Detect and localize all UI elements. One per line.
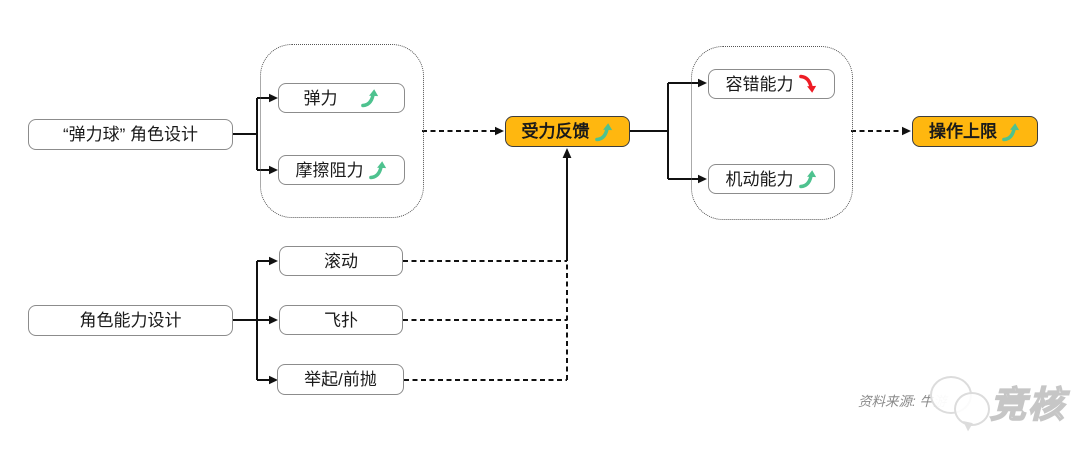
node-mobility-label: 机动能力	[725, 169, 794, 189]
node-role-design-label: “弹力球” 角色设计	[62, 125, 199, 144]
node-ability-design: 角色能力设计	[28, 305, 233, 336]
node-dive: 飞扑	[279, 305, 403, 335]
node-role-design: “弹力球” 角色设计	[28, 119, 233, 150]
arrowhead-riser	[562, 148, 572, 158]
group-ball-attributes	[260, 44, 424, 218]
connector-right-tree	[630, 82, 699, 180]
trend-up-icon	[360, 88, 380, 108]
arrowhead-force	[495, 126, 504, 136]
node-fault-tolerance: 容错能力	[708, 69, 835, 99]
node-elasticity: 弹力	[278, 83, 405, 113]
group-outcome-attributes	[691, 46, 853, 220]
node-ability-design-label: 角色能力设计	[79, 311, 182, 330]
trend-down-icon	[798, 74, 818, 94]
node-lift-throw-label: 举起/前抛	[304, 370, 377, 389]
chat-bubble-icon	[954, 392, 990, 426]
node-elasticity-label: 弹力	[303, 88, 338, 108]
node-roll: 滚动	[279, 246, 403, 276]
trend-up-icon	[798, 169, 818, 189]
trend-up-icon	[368, 160, 388, 180]
trend-up-icon	[594, 122, 614, 142]
node-friction: 摩擦阻力	[278, 155, 405, 185]
trend-up-icon	[1001, 122, 1021, 142]
node-roll-label: 滚动	[324, 251, 358, 271]
node-operation-ceiling-label: 操作上限	[929, 122, 997, 141]
arrowhead-dive	[269, 315, 278, 325]
source-text: 资料来源: 牛	[858, 394, 934, 409]
node-fault-tolerance-label: 容错能力	[725, 74, 794, 94]
node-force-feedback-label: 受力反馈	[521, 122, 590, 141]
node-dive-label: 飞扑	[324, 310, 358, 330]
node-friction-label: 摩擦阻力	[295, 160, 364, 180]
watermark: 竞核	[928, 370, 1080, 445]
node-force-feedback: 受力反馈	[505, 116, 630, 147]
connector-abilities-dashed	[403, 260, 568, 381]
watermark-text: 竞核	[989, 383, 1067, 426]
arrowhead-ceiling	[902, 126, 911, 136]
node-mobility: 机动能力	[708, 164, 835, 194]
node-operation-ceiling: 操作上限	[912, 116, 1038, 147]
node-lift-throw: 举起/前抛	[277, 364, 404, 395]
connector-bottom-tree	[233, 260, 270, 381]
arrowhead-roll	[269, 256, 278, 266]
